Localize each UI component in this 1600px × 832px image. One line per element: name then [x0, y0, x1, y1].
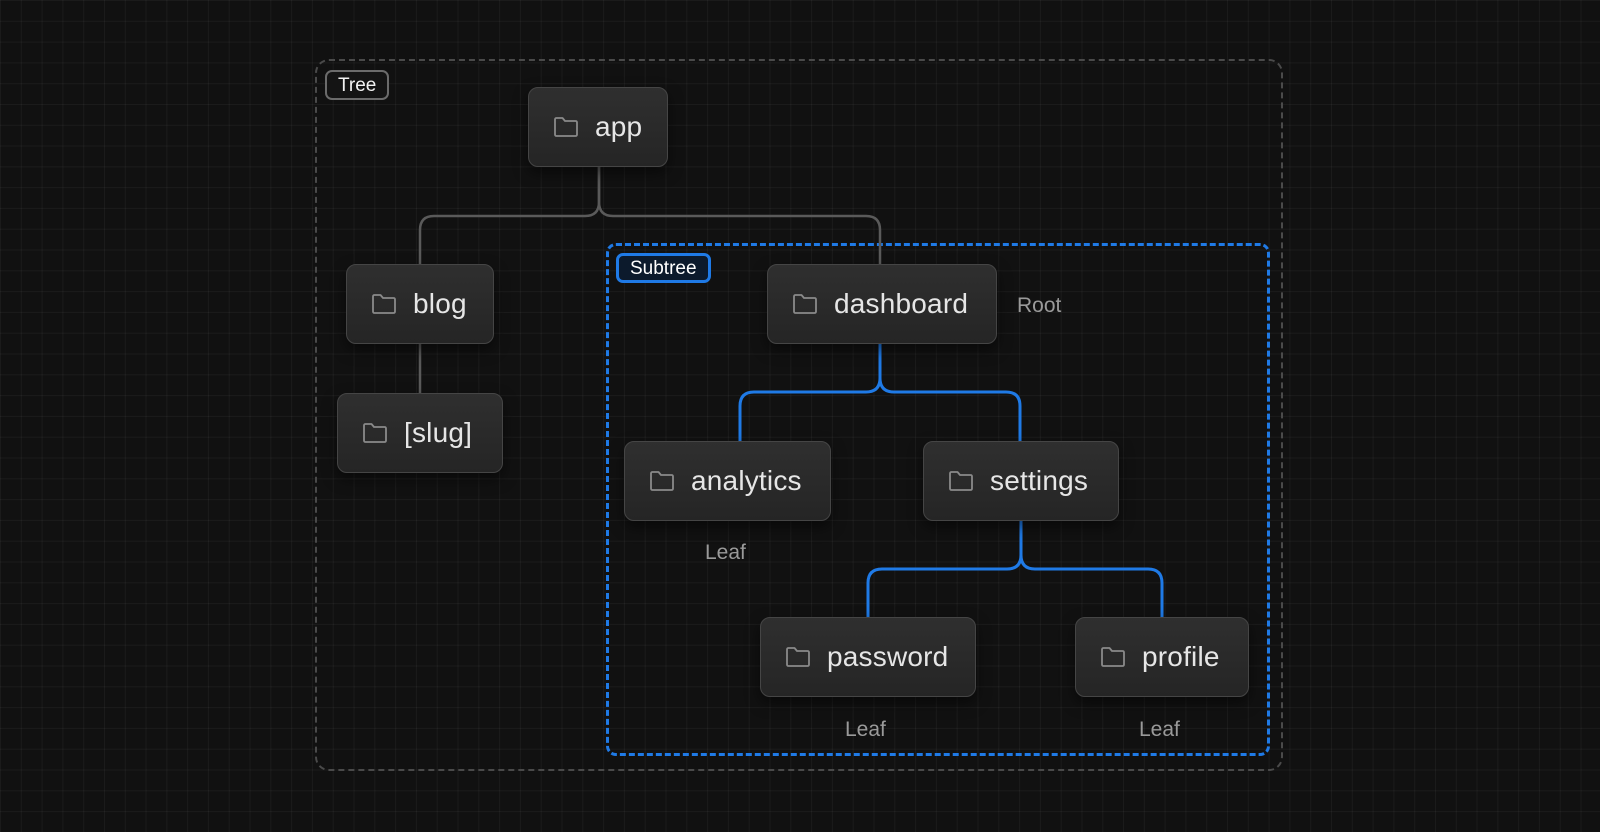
folder-icon — [650, 471, 674, 491]
node-label: dashboard — [834, 288, 969, 319]
folder-icon — [372, 294, 396, 314]
tree-frame — [315, 59, 1283, 771]
node-label: analytics — [691, 465, 802, 496]
node-password[interactable]: password — [760, 617, 976, 697]
node-blog[interactable]: blog — [346, 264, 494, 344]
root-caption: Root — [1017, 294, 1062, 317]
node-label: settings — [990, 465, 1089, 496]
node-dashboard[interactable]: dashboard — [767, 264, 997, 344]
folder-icon — [949, 471, 973, 491]
folder-icon — [786, 647, 810, 667]
leaf-caption-analytics: Leaf — [705, 541, 746, 564]
folder-icon — [793, 294, 817, 314]
node-label: blog — [413, 288, 467, 319]
folder-icon — [363, 423, 387, 443]
node-profile[interactable]: profile — [1075, 617, 1249, 697]
node-settings[interactable]: settings — [923, 441, 1119, 521]
tree-label: Tree — [325, 70, 390, 100]
node-analytics[interactable]: analytics — [624, 441, 831, 521]
node-label: app — [595, 111, 643, 142]
node-app[interactable]: app — [528, 87, 668, 167]
node-label: password — [827, 641, 949, 672]
node-label: [slug] — [404, 417, 473, 448]
leaf-caption-password: Leaf — [845, 718, 886, 741]
folder-icon — [554, 117, 578, 137]
leaf-caption-profile: Leaf — [1139, 718, 1180, 741]
subtree-frame — [606, 243, 1270, 756]
node-label: profile — [1142, 641, 1220, 672]
node-slug[interactable]: [slug] — [337, 393, 503, 473]
folder-icon — [1101, 647, 1125, 667]
subtree-label: Subtree — [616, 253, 711, 283]
